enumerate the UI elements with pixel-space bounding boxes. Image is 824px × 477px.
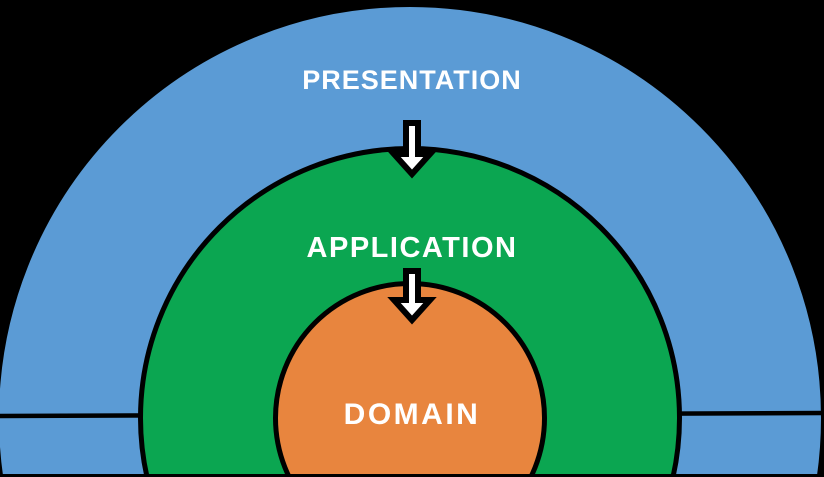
domain-layer-label: DOMAIN — [344, 398, 481, 431]
application-layer-label: APPLICATION — [307, 232, 518, 264]
down-arrow-icon — [387, 120, 437, 179]
presentation-layer-label: PRESENTATION — [302, 65, 522, 95]
down-arrow-icon — [387, 268, 437, 325]
bottom-crop-bar — [0, 474, 824, 477]
